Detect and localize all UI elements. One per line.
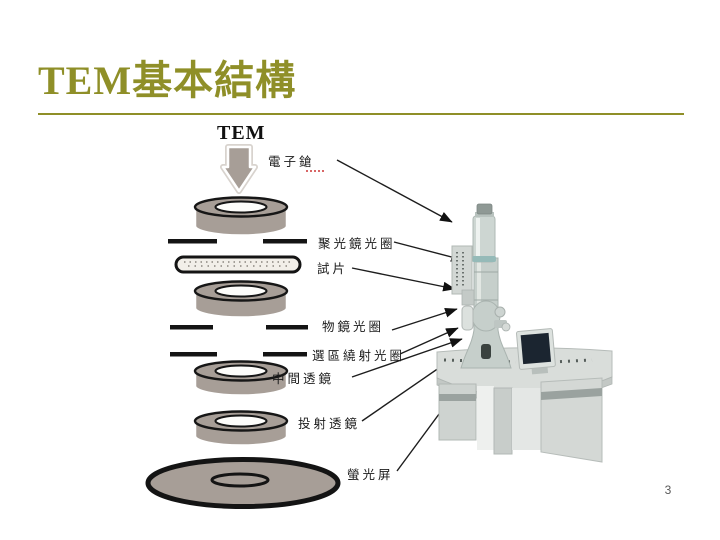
objective-lens-shape: [193, 280, 289, 319]
fluorescent-screen-shape: [145, 457, 341, 509]
arrow-sa-diffraction-aperture: [399, 327, 459, 355]
desk-center-pillar: [493, 387, 513, 455]
side-cylinder: [461, 305, 474, 331]
projection-lens-shape: [193, 410, 289, 447]
desk-left-cabinet: [438, 383, 477, 441]
arrow-electron-gun: [336, 159, 453, 223]
intermediate-lens-shape: [193, 360, 289, 397]
teal-ring: [472, 256, 496, 262]
desk-knee-space: [477, 386, 494, 450]
label-intermediate-lens: 中間透鏡: [272, 371, 334, 386]
column-top-cap: [476, 203, 493, 215]
label-electron-gun: 電子鎗: [268, 154, 315, 169]
diagram-heading: TEM: [217, 122, 266, 144]
arrow-specimen: [351, 267, 456, 292]
objective-aperture-shape: [170, 325, 308, 330]
monitor: [515, 328, 556, 375]
condenser-lens-shape: [193, 196, 289, 237]
label-specimen: 試片: [317, 261, 348, 276]
tem-instrument-photo: [436, 203, 613, 463]
arrow-objective-aperture: [391, 307, 458, 331]
label-objective-aperture: 物鏡光圈: [322, 319, 384, 334]
label-sa-diffraction-aperture: 選區繞射光圈: [312, 348, 405, 363]
slide-title: TEM基本結構: [38, 58, 297, 103]
condenser-aperture-shape: [168, 239, 307, 244]
label-projection-lens: 投射透鏡: [298, 416, 360, 431]
title-underline: [38, 113, 684, 115]
label-condenser-aperture: 聚光鏡光圈: [318, 236, 396, 251]
sa-diffraction-aperture-shape: [170, 352, 307, 357]
arrow-intermediate-lens: [351, 338, 463, 378]
leader-arrows: [336, 159, 474, 472]
monitor-screen: [520, 332, 552, 365]
diagram-labels: 電子鎗 聚光鏡光圈 試片 物鏡光圈 選區繞射光圈 中間透鏡 投射透鏡 螢光屏: [268, 154, 405, 482]
viewing-chamber: [481, 344, 491, 359]
page-number: 3: [664, 483, 672, 497]
tem-schematic-diagram: TEM: [145, 122, 474, 509]
specimen-shape: [174, 255, 302, 274]
microscope-column: [451, 203, 512, 369]
electron-beam-arrow-icon: [220, 144, 258, 194]
label-fluorescent-screen: 螢光屏: [347, 467, 394, 482]
